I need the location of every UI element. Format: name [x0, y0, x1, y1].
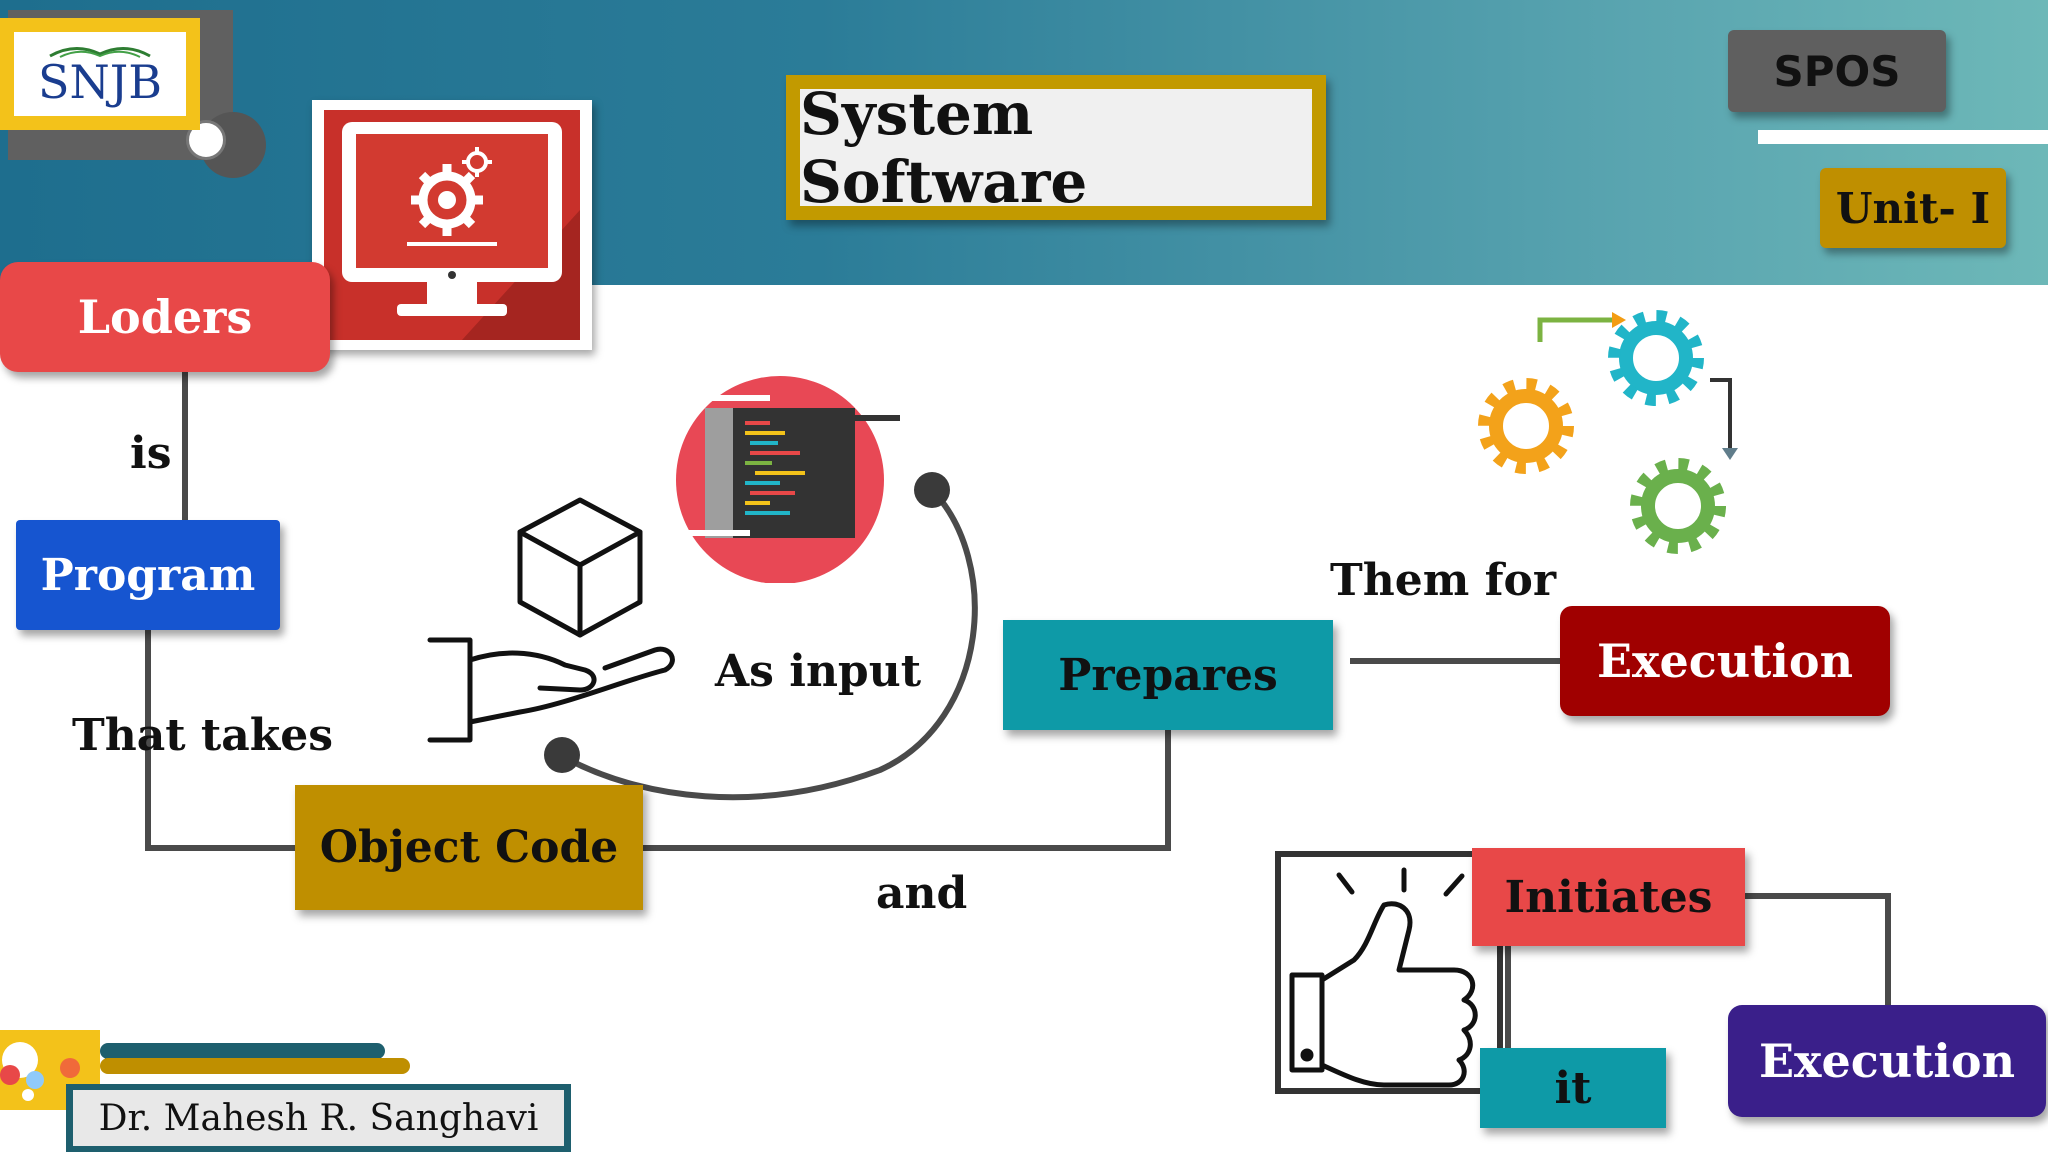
computer-illustration — [312, 100, 592, 350]
node-it: it — [1480, 1048, 1666, 1128]
page-title: System Software — [800, 79, 1088, 216]
node-initiates-label: Initiates — [1504, 871, 1713, 923]
footer-stripe-gold — [100, 1058, 410, 1074]
unit-label: Unit- I — [1835, 183, 1991, 233]
thumbs-up-icon — [1275, 851, 1503, 1094]
author-name: Dr. Mahesh R. Sanghavi — [98, 1097, 539, 1139]
unit-badge: Unit- I — [1820, 168, 2006, 248]
node-execution-top-label: Execution — [1596, 634, 1854, 688]
hand-cube-icon — [427, 497, 675, 743]
node-execution-bottom: Execution — [1728, 1005, 2046, 1117]
bubbles-icon — [0, 1042, 80, 1101]
node-program-label: Program — [40, 549, 256, 601]
node-prepares: Prepares — [1003, 620, 1333, 730]
node-execution-bottom-label: Execution — [1758, 1034, 2016, 1088]
node-prepares-label: Prepares — [1058, 649, 1278, 701]
node-loders: Loders — [0, 262, 330, 372]
node-initiates: Initiates — [1472, 848, 1745, 946]
title-box: System Software — [786, 75, 1326, 220]
logo: SNJB — [0, 18, 200, 130]
node-object-code-label: Object Code — [319, 822, 619, 873]
node-program: Program — [16, 520, 280, 630]
course-label: SPOS — [1773, 46, 1901, 96]
node-object-code: Object Code — [295, 785, 643, 910]
logo-circle-inner — [186, 120, 226, 160]
edge-label-as-input: As input — [715, 646, 922, 697]
node-loders-label: Loders — [77, 290, 253, 344]
course-badge: SPOS — [1728, 30, 1946, 112]
author-box: Dr. Mahesh R. Sanghavi — [66, 1084, 571, 1152]
header-divider — [1758, 130, 2048, 144]
book-icon — [49, 47, 151, 58]
edge-label-is: is — [130, 428, 172, 479]
code-screen-icon — [670, 376, 900, 583]
node-execution-top: Execution — [1560, 606, 1890, 716]
footer-stripe-teal — [100, 1043, 385, 1059]
logo-text: SNJB — [37, 55, 162, 109]
gears-icon — [1478, 310, 1738, 554]
edge-label-and: and — [876, 868, 968, 919]
edge-label-that-takes: That takes — [72, 710, 333, 761]
node-it-label: it — [1554, 1062, 1592, 1114]
edge-label-them-for: Them for — [1330, 555, 1557, 606]
monitor-gear-icon — [324, 110, 580, 340]
